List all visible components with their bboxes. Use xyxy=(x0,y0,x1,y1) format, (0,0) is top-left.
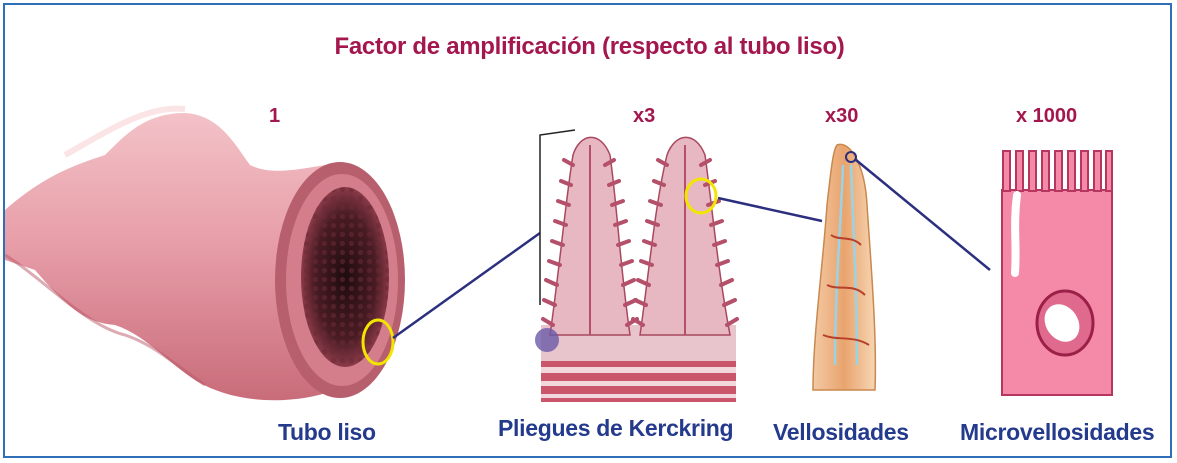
villus-illustration xyxy=(813,144,875,390)
diagram-frame: Factor de amplificación (respecto al tub… xyxy=(3,3,1172,458)
connector-line-2 xyxy=(718,198,822,221)
factor-microvilli: x 1000 xyxy=(1016,105,1077,128)
diagram-artwork xyxy=(5,5,1172,458)
label-tube: Tubo liso xyxy=(278,419,376,446)
label-microvilli: Microvellosidades xyxy=(960,419,1154,446)
label-villi: Vellosidades xyxy=(773,419,909,446)
enterocyte-cell-illustration xyxy=(1002,151,1112,395)
factor-tube: 1 xyxy=(269,105,280,128)
connector-line-3 xyxy=(856,160,990,270)
connector-line-1 xyxy=(393,233,540,338)
diagram-title: Factor de amplificación (respecto al tub… xyxy=(5,33,1172,61)
factor-villi: x30 xyxy=(825,105,858,128)
kerckring-folds-illustration xyxy=(535,130,737,402)
smooth-tube-illustration xyxy=(5,109,405,401)
label-folds: Pliegues de Kerckring xyxy=(498,415,733,442)
factor-folds: x3 xyxy=(633,105,655,128)
